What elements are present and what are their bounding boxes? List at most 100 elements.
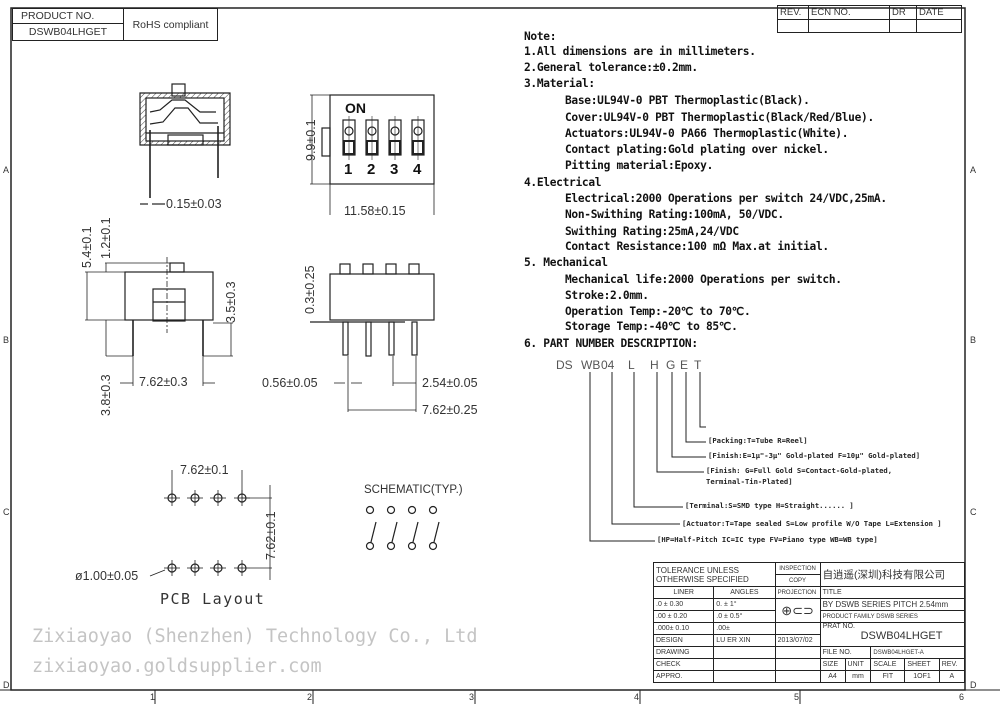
pcb-layout <box>149 470 272 580</box>
zone-row-b-left: B <box>3 335 10 345</box>
schematic-contact <box>407 505 417 515</box>
schematic-switch-arm <box>391 521 398 543</box>
ecn-header: ECN NO. <box>808 5 890 20</box>
dim-pin-width: 0.56±0.05 <box>262 376 318 390</box>
schematic-contact <box>365 505 375 515</box>
part-number-description: [Terminal:S=SMD type H=Straight...... ] <box>685 501 854 510</box>
zone-row-c-left: C <box>3 507 10 517</box>
title-label: TITLE <box>819 586 966 599</box>
note-line: 2.General tolerance:±0.2mm. <box>524 61 698 74</box>
schematic-switch-arm <box>370 521 377 543</box>
rohs-label: RoHS compliant <box>123 8 218 41</box>
size-value: A4 <box>819 670 846 683</box>
product-no-label: PRODUCT NO. <box>12 8 124 24</box>
schematic-contact <box>428 541 438 551</box>
switch-number: 1 <box>344 161 353 178</box>
rev-header: REV. <box>938 658 966 671</box>
switch-number: 4 <box>413 161 422 178</box>
zone-col-1: 1 <box>150 692 156 702</box>
drawing-title: BY DSWB SERIES PITCH 2.54mm <box>819 598 966 611</box>
note-line: 6. PART NUMBER DESCRIPTION: <box>524 337 698 350</box>
schematic-switch-arm <box>433 521 440 543</box>
pin <box>365 321 372 357</box>
note-line: Base:UL94V-0 PBT Thermoplastic(Black). <box>565 94 810 107</box>
product-family: PRODUCT FAMILY DSWB SERIES <box>819 610 966 623</box>
zone-col-6: 6 <box>959 692 965 702</box>
note-line: 4.Electrical <box>524 176 602 189</box>
dim-leg-height: 3.8±0.3 <box>99 374 113 416</box>
file-no-value: DSWB04LHGET-A <box>870 646 965 659</box>
size-header: SIZE <box>819 658 846 671</box>
pin-cap <box>339 263 351 275</box>
schematic-symbol <box>365 505 440 551</box>
tolerance-angle-3: .00± <box>713 622 776 635</box>
dim-pcb-row-spacing: 7.62±0.1 <box>264 511 278 560</box>
sheet-header: SHEET <box>904 658 940 671</box>
designer-name: LU ER XIN <box>713 634 776 647</box>
zone-row-c-right: C <box>970 507 977 517</box>
note-line: Non-Swithing Rating:100mA, 50/VDC. <box>565 208 784 221</box>
switch-number: 2 <box>367 161 376 178</box>
notes-title: Note: <box>524 30 557 43</box>
zone-col-5: 5 <box>794 692 800 702</box>
dim-actuator-height: 1.2±0.1 <box>99 217 113 259</box>
part-number-segment: E <box>680 358 689 372</box>
zone-row-b-right: B <box>970 335 977 345</box>
check-label: CHECK <box>652 658 715 671</box>
rev-value: A <box>938 670 966 683</box>
pin-cap <box>362 263 374 275</box>
part-number-description: [Finish:E=1μ"-3μ" Gold-plated F=10μ" Gol… <box>708 451 921 460</box>
on-label: ON <box>345 100 366 116</box>
date-header: DATE <box>916 5 962 20</box>
zone-row-a-left: A <box>3 165 10 175</box>
schematic-contact <box>386 505 396 515</box>
schematic-contact <box>428 505 438 515</box>
tolerance-note: TOLERANCE UNLESS OTHERWISE SPECIFIED <box>653 562 776 587</box>
dim-pin-span: 7.62±0.25 <box>422 403 478 417</box>
schematic-switch-arm <box>412 521 419 543</box>
dim-top-height: 9.9±0.1 <box>304 119 318 161</box>
pin <box>342 321 349 356</box>
inspection-label: INSPECTION <box>774 562 821 575</box>
zone-row-a-right: A <box>970 165 977 175</box>
pin-cap <box>385 263 397 275</box>
schematic-label: SCHEMATIC(TYP.) <box>364 484 463 496</box>
note-line: Pitting material:Epoxy. <box>565 159 714 172</box>
pin <box>411 321 418 356</box>
note-line: Operation Temp:-20℃ to 70℃. <box>565 305 751 318</box>
part-number-segment: 04 <box>601 358 615 372</box>
note-line: Mechanical life:2000 Operations per swit… <box>565 273 842 286</box>
zone-col-4: 4 <box>634 692 640 702</box>
zone-col-2: 2 <box>307 692 313 702</box>
dr-header: DR <box>889 5 917 20</box>
tolerance-angle-1: 0. ± 1° <box>713 598 776 611</box>
schematic-contact <box>365 541 375 551</box>
watermark-url: zixiaoyao.goldsupplier.com <box>32 656 322 677</box>
note-line: Actuators:UL94V-0 PA66 Thermoplastic(Whi… <box>565 127 849 140</box>
part-number-description: Terminal-Tin-Plated] <box>706 477 793 486</box>
unit-value: mm <box>844 670 872 683</box>
tolerance-angle-2: .0 ± 0.5° <box>713 610 776 623</box>
schematic-contact <box>386 541 396 551</box>
scale-value: FIT <box>870 670 906 683</box>
note-line: Electrical:2000 Operations per switch 24… <box>565 192 887 205</box>
product-no-value: DSWB04LHGET <box>12 23 124 41</box>
part-number-segment: T <box>694 358 702 372</box>
part-number-description: [Packing:T=Tube R=Reel] <box>708 436 808 445</box>
note-line: Swithing Rating:25mA,24/VDC <box>565 225 739 238</box>
pin <box>388 321 395 356</box>
tolerance-linear-2: .00 ± 0.20 <box>652 610 715 623</box>
file-no-label: FILE NO. <box>819 646 872 659</box>
part-no-cell: PRAT NO.DSWB04LHGET <box>819 622 966 647</box>
sheet-value: 1OF1 <box>904 670 940 683</box>
zone-col-3: 3 <box>469 692 475 702</box>
dim-leg-length: 3.5±0.3 <box>224 281 238 323</box>
note-line: Cover:UL94V-0 PBT Thermoplastic(Black/Re… <box>565 111 874 124</box>
note-line: Contact plating:Gold plating over nickel… <box>565 143 829 156</box>
design-date: 2013/07/02 <box>774 634 821 647</box>
drawing-label: DRAWING <box>652 646 715 659</box>
rev-header: REV. <box>777 5 809 20</box>
part-no-value: DSWB04LHGET <box>860 630 943 642</box>
pin-view <box>310 263 435 412</box>
